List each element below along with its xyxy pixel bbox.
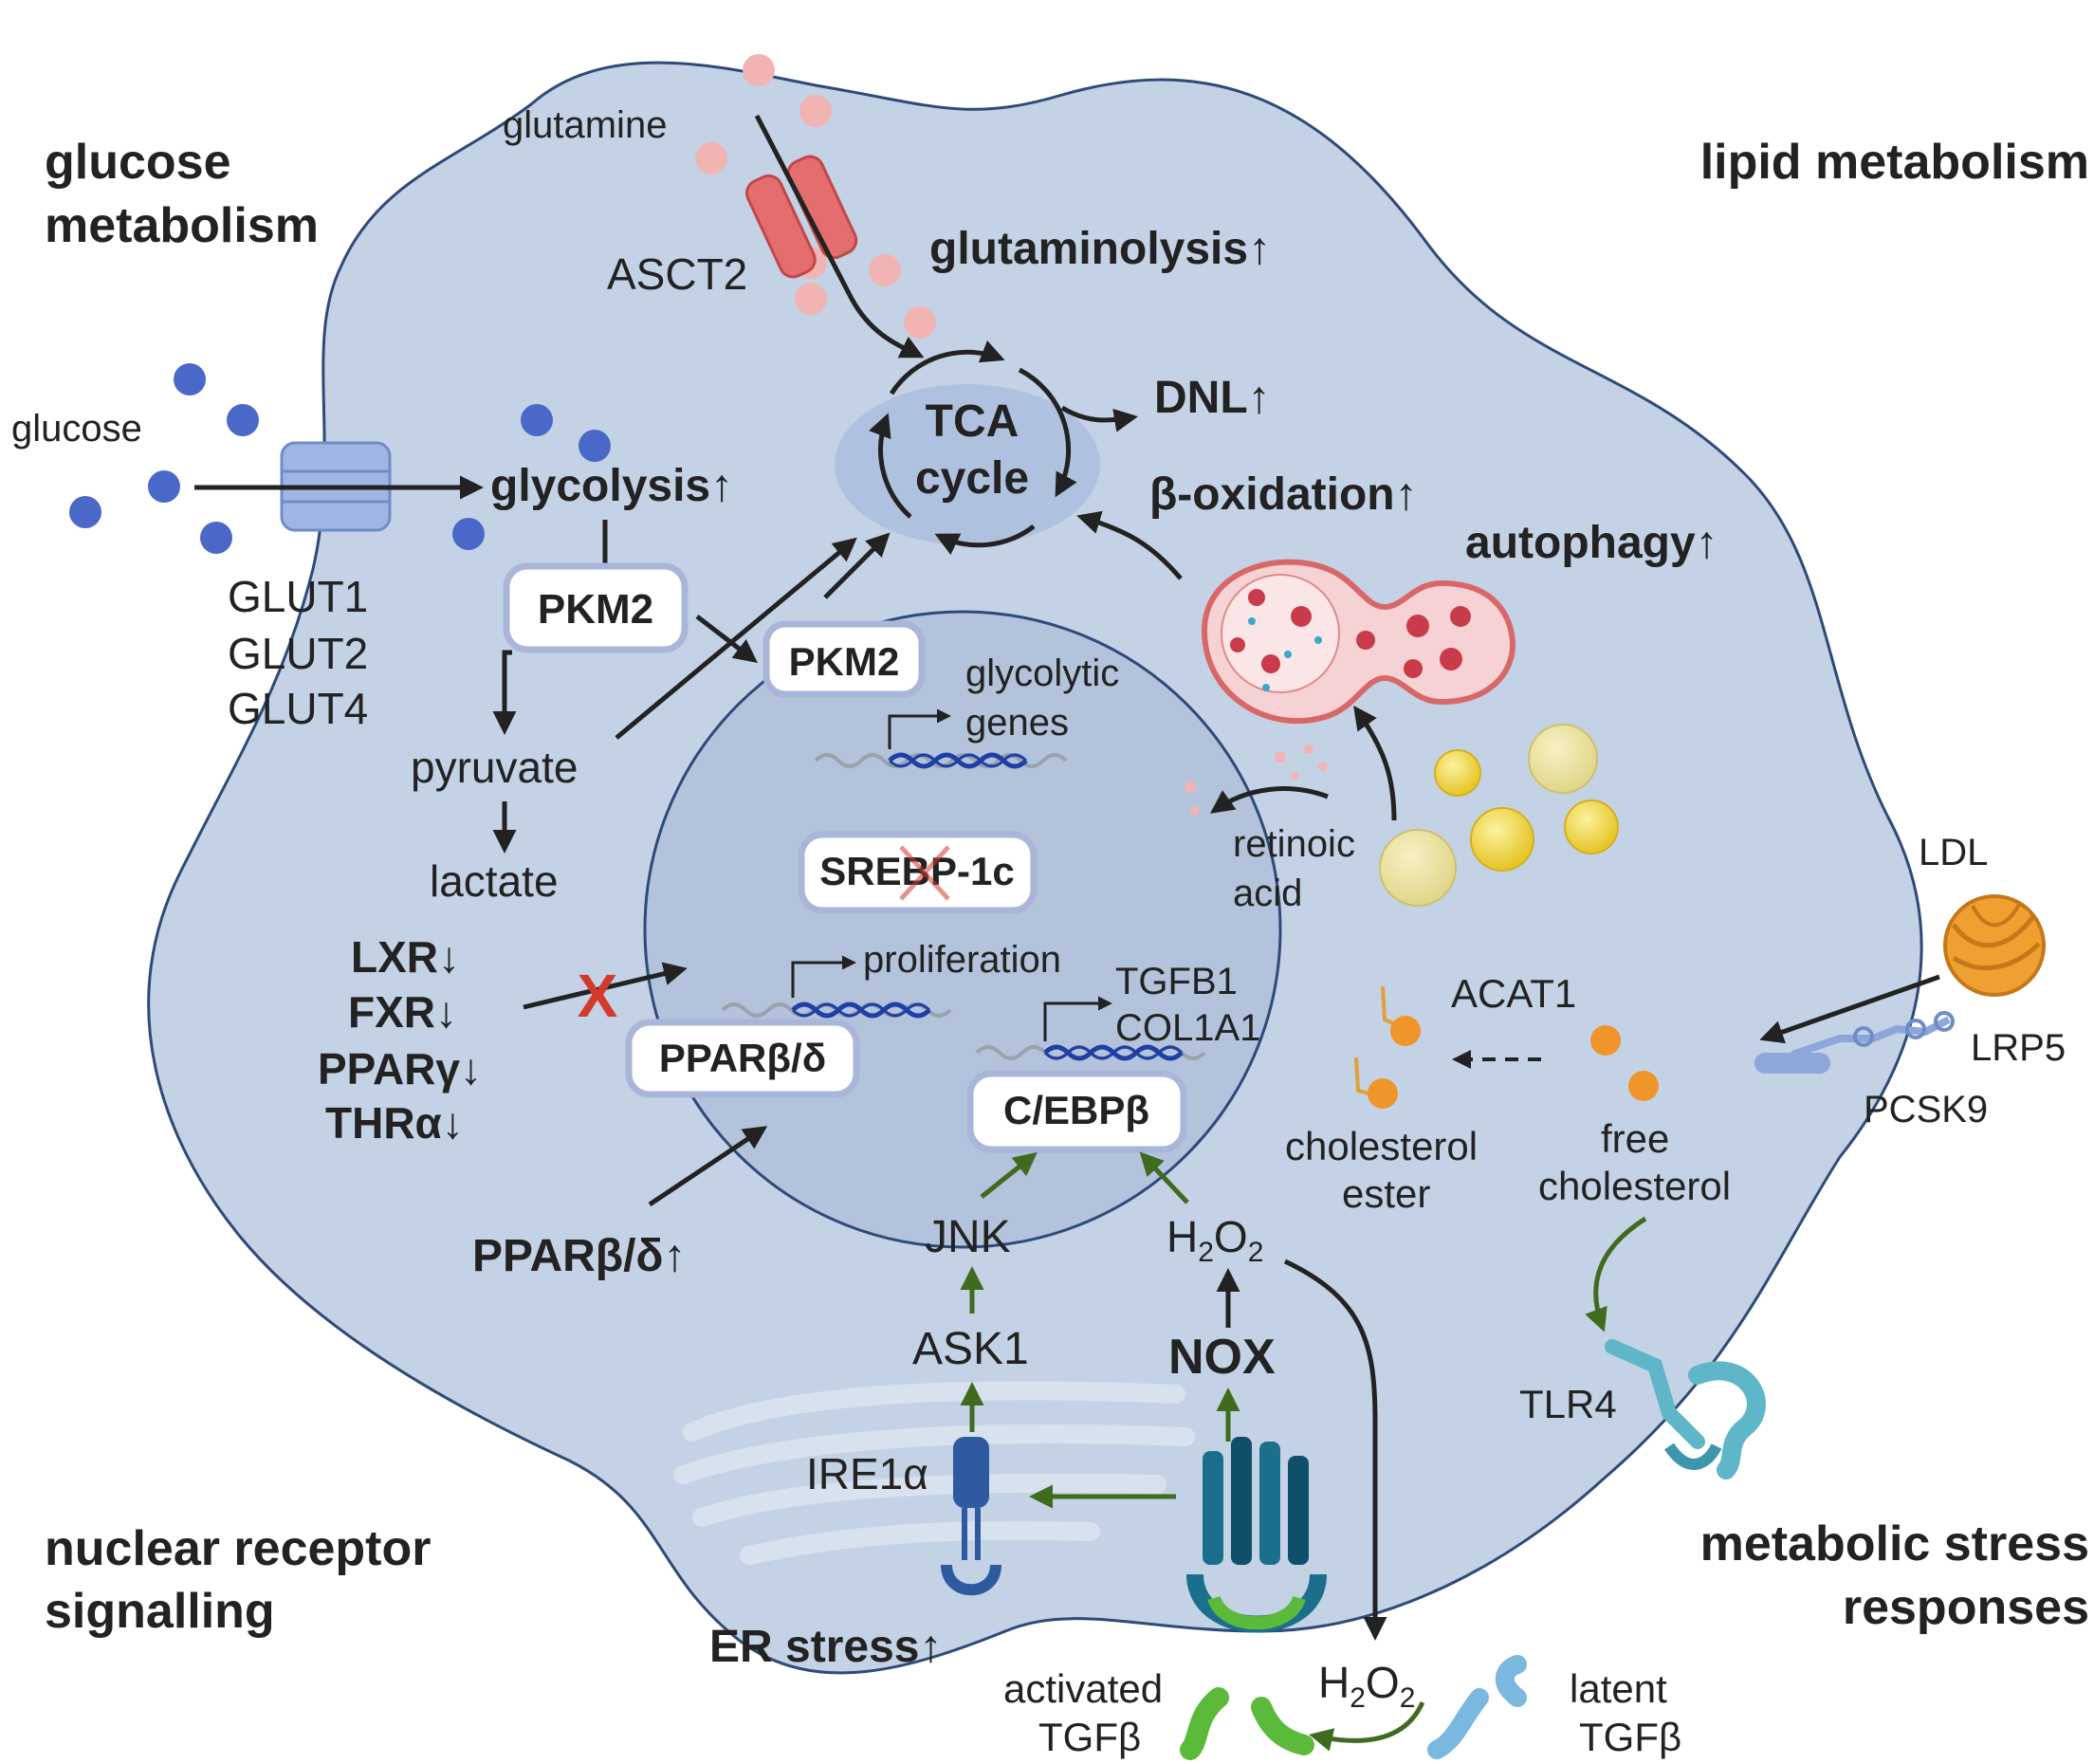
ire1a-label: IRE1α [806,1449,928,1498]
svg-text:TGFβ: TGFβ [1579,1715,1681,1759]
svg-text:signalling: signalling [45,1584,275,1639]
ldl-particle-icon [1943,894,2046,997]
block-mark: X [578,962,618,1030]
svg-text:PPARβ/δ: PPARβ/δ [659,1036,826,1080]
svg-text:acid: acid [1233,873,1302,914]
svg-text:PKM2: PKM2 [789,639,900,684]
er-stress-label: ER stress↑ [709,1622,942,1672]
tca-cycle: TCA cycle [869,340,1077,556]
tgfb1-col1a1-dna [975,996,1206,1061]
h2o2-nuclear-label: H2O2 [1166,1212,1263,1268]
lipid-droplets [1379,724,1619,907]
pkm2-nuclear-box: PKM2 [762,620,926,698]
tgfb-receptor-icon [1186,1437,1327,1633]
svg-text:GLUT1: GLUT1 [228,572,368,621]
svg-text:genes: genes [965,702,1069,744]
latent-tgfb-label: latent TGFβ [1570,1666,1681,1759]
svg-text:glycolytic: glycolytic [965,652,1119,694]
ppar-up-label: PPARβ/δ↑ [472,1231,687,1281]
svg-text:free: free [1601,1116,1669,1161]
tlr4-label: TLR4 [1519,1382,1617,1426]
lactate-label: lactate [430,856,559,906]
svg-text:THRα↓: THRα↓ [325,1098,464,1148]
svg-text:metabolic stress: metabolic stress [1700,1516,2089,1571]
svg-text:TGFβ: TGFβ [1038,1715,1141,1759]
er-membranes [673,1381,1195,1565]
lrp5-label: LRP5 [1971,1027,2066,1069]
beta-oxidation-label: β-oxidation↑ [1149,469,1418,520]
asct2-transporter-icon [745,155,858,279]
h2o2-extracellular-label: H2O2 [1318,1658,1415,1714]
tgfb1-col1a1-label: TGFB1 COL1A1 [1115,961,1260,1049]
ire1a-receptor-icon [941,1437,1001,1596]
svg-text:SREBP-1c: SREBP-1c [819,849,1014,893]
svg-text:ester: ester [1342,1171,1430,1216]
autolysosome-icon [1201,559,1516,725]
svg-text:cycle: cycle [915,453,1029,504]
proliferation-label: proliferation [863,939,1061,981]
nuclear-receptors-down: LXR↓ FXR↓ PPARγ↓ THRα↓ [318,932,482,1148]
svg-text:retinoic: retinoic [1233,823,1355,865]
svg-text:nuclear receptor: nuclear receptor [45,1521,432,1576]
glucose-label: glucose [11,408,142,450]
svg-text:TGFB1: TGFB1 [1115,961,1238,1002]
svg-text:PKM2: PKM2 [538,586,653,633]
glutamine-label: glutamine [503,104,667,146]
svg-text:responses: responses [1843,1580,2089,1635]
dnl-label: DNL↑ [1154,373,1271,423]
glutaminolysis-label: glutaminolysis↑ [929,224,1271,274]
corner-nuclear-receptor-signalling: nuclear receptor signalling [45,1521,432,1639]
autophagy-label: autophagy↑ [1465,518,1718,568]
lrp5-receptor-icon [1754,1011,1955,1074]
retinoic-acid-dots [1185,744,1328,816]
svg-text:activated: activated [1003,1666,1163,1711]
glycolytic-genes-label: glycolytic genes [965,652,1119,744]
tlr4-receptor-icon [1605,1339,1766,1479]
nucleus [643,610,1282,1249]
svg-text:metabolism: metabolism [45,198,319,253]
svg-text:C/EBPβ: C/EBPβ [1003,1088,1149,1132]
nox-label: NOX [1168,1330,1276,1385]
activated-tgfb-label: activated TGFβ [1003,1666,1163,1759]
latent-tgfb-icon [1427,1655,1527,1759]
glycolytic-genes-dna [814,708,1068,769]
ldl-label: LDL [1919,832,1988,873]
glucose-molecules [69,363,611,554]
svg-text:TCA: TCA [926,396,1019,447]
svg-text:FXR↓: FXR↓ [348,987,457,1037]
svg-text:cholesterol: cholesterol [1285,1124,1478,1168]
pkm2-cytoplasm-box: PKM2 [503,562,689,653]
activated-tgfb-icon [1180,1687,1314,1760]
free-cholesterol-label: free cholesterol [1538,1116,1731,1208]
pcsk9-label: PCSK9 [1864,1089,1988,1130]
glut-labels: GLUT1 GLUT2 GLUT4 [228,572,368,733]
asct2-label: ASCT2 [607,249,747,299]
svg-text:PPARγ↓: PPARγ↓ [318,1044,482,1093]
svg-text:COL1A1: COL1A1 [1115,1007,1260,1049]
corner-metabolic-stress-responses: metabolic stress responses [1700,1516,2089,1635]
ppar-nuclear-box: PPARβ/δ [625,1019,860,1098]
svg-text:GLUT2: GLUT2 [228,629,368,678]
cebpb-box: C/EBPβ [966,1070,1187,1153]
ask1-label: ASK1 [912,1324,1029,1374]
svg-text:glucose: glucose [45,135,231,190]
corner-glucose-metabolism: glucose metabolism [45,135,319,253]
corner-lipid-metabolism: lipid metabolism [1700,135,2089,190]
proliferation-dna [721,955,952,1019]
svg-text:cholesterol: cholesterol [1538,1164,1731,1208]
cholesterol-ester-label: cholesterol ester [1285,1124,1478,1216]
svg-text:LXR↓: LXR↓ [351,932,460,982]
svg-text:latent: latent [1570,1666,1667,1711]
retinoic-acid-label: retinoic acid [1233,823,1355,914]
srebp1c-box: SREBP-1c [798,831,1038,914]
jnk-label: JNK [925,1212,1011,1262]
free-cholesterol-icon [1590,1025,1659,1101]
acat1-label: ACAT1 [1451,971,1576,1016]
pyruvate-label: pyruvate [411,743,578,792]
glycolysis-label: glycolysis↑ [490,461,733,511]
svg-text:GLUT4: GLUT4 [228,684,368,733]
cholesterol-ester-icon [1354,985,1421,1109]
